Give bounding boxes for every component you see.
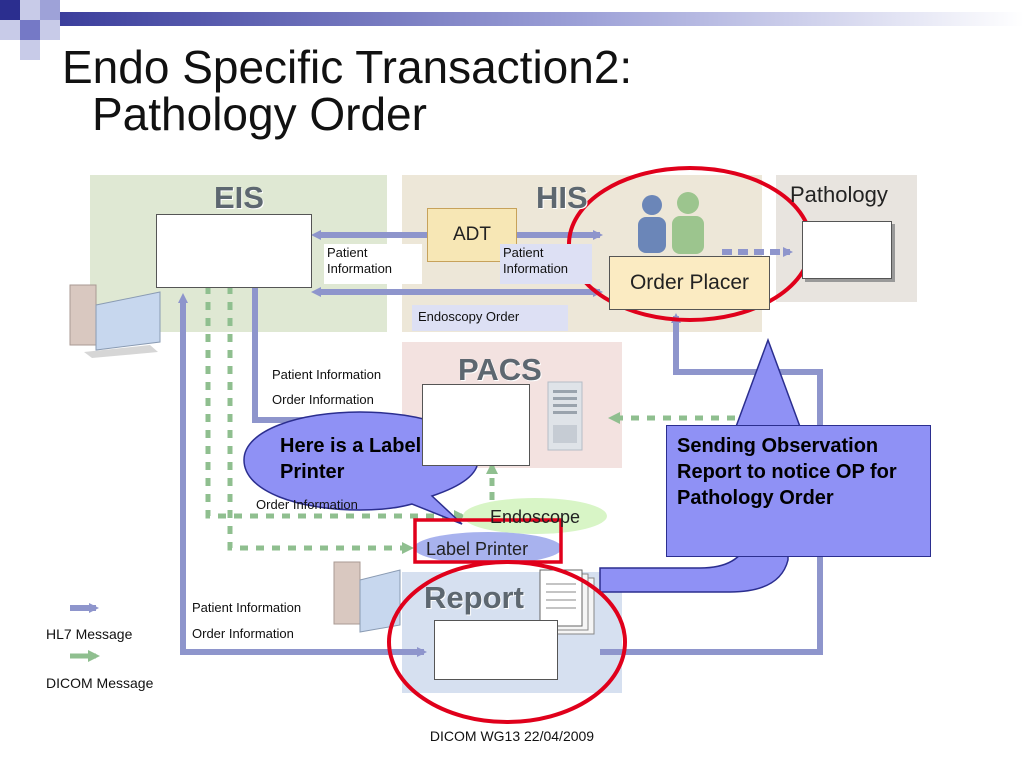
pacs-system-box — [422, 384, 530, 466]
order-placer-box: Order Placer — [609, 256, 770, 310]
corner-decoration — [0, 0, 1024, 60]
dicom-legend-label: DICOM Message — [46, 675, 154, 691]
slide-title: Endo Specific Transaction2: Pathology Or… — [62, 44, 632, 138]
adt-box: ADT — [427, 208, 517, 262]
label-printer-ellipse — [414, 532, 562, 564]
loop-to-order-placer-arrow — [671, 313, 780, 375]
report-patient-info-label: Patient Information — [192, 600, 302, 615]
label-printer-label: Label Printer — [426, 539, 529, 559]
pacs-patient-info-label: Patient Information — [272, 367, 382, 382]
endoscope-label: Endoscope — [490, 507, 581, 527]
dicom-to-endoscope-arrow — [205, 286, 466, 522]
eis-adt-patient-info-label: Patient Information — [324, 244, 422, 284]
endoscope-order-info-label: Order Information — [256, 497, 358, 512]
his-label: HIS — [536, 180, 588, 215]
slide-footer: DICOM WG13 22/04/2009 — [429, 728, 595, 744]
pacs-server-icon — [547, 381, 583, 451]
title-line-1: Endo Specific Transaction2: — [62, 41, 633, 93]
report-system-box — [434, 620, 558, 680]
hl7-legend-label: HL7 Message — [46, 626, 133, 642]
endoscopy-order-label: Endoscopy Order — [412, 305, 568, 331]
dicom-to-label-printer-arrow — [227, 286, 414, 554]
report-workstation-icon — [333, 561, 401, 633]
title-line-2: Pathology Order — [92, 87, 427, 140]
eis-label: EIS — [214, 180, 264, 215]
adt-op-patient-info-label: Patient Information — [500, 244, 592, 284]
observation-report-callout: Sending Observation Report to notice OP … — [666, 425, 931, 557]
pathology-label: Pathology — [790, 182, 888, 207]
label-printer-bubble-text: Here is a Label Printer — [280, 435, 422, 483]
eis-to-report-arrow — [178, 293, 427, 657]
pacs-label: PACS — [458, 352, 542, 387]
doctors-icon — [638, 192, 704, 254]
report-order-info-label: Order Information — [192, 626, 294, 641]
report-label: Report — [424, 580, 524, 615]
pathology-system-box — [802, 221, 892, 279]
eis-workstation-icon — [69, 284, 161, 358]
pacs-order-info-label: Order Information — [272, 392, 374, 407]
endoscope-ellipse — [463, 498, 607, 534]
label-printer-highlight — [413, 518, 563, 564]
eis-system-box — [156, 214, 312, 288]
